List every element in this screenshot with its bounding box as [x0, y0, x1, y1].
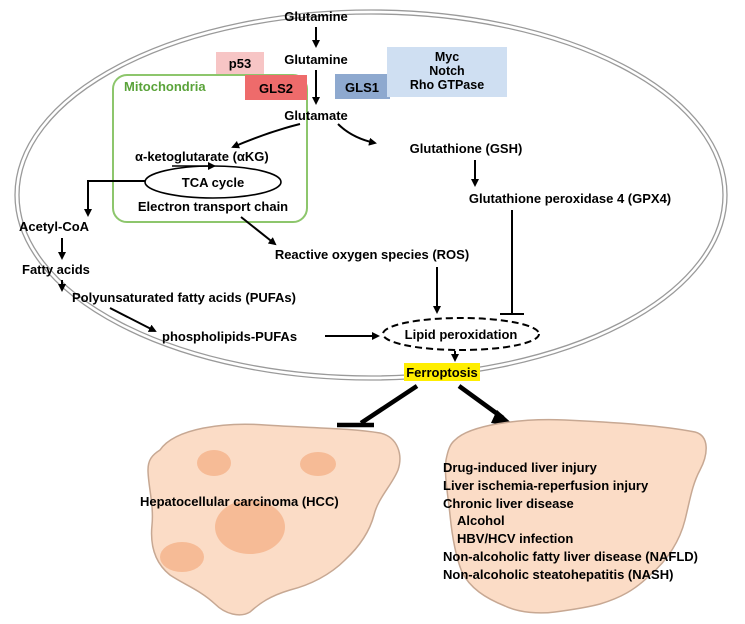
- disease-subitem: HBV/HCV infection: [457, 531, 573, 546]
- lipid-peroxidation-label: Lipid peroxidation: [405, 327, 518, 342]
- etc-label: Electron transport chain: [138, 199, 288, 214]
- myc-label: Myc: [435, 50, 459, 64]
- glutamate-label: Glutamate: [284, 108, 348, 123]
- tumor-spot: [197, 450, 231, 476]
- disease-item: Drug-induced liver injury: [443, 460, 598, 475]
- fatty-acids-label: Fatty acids: [22, 262, 90, 277]
- gpx4-label: Glutathione peroxidase 4 (GPX4): [469, 191, 671, 206]
- arrow-pufas-to-pl-pufas: [109, 307, 157, 332]
- arrow-ferroptosis-to-liver-diseases: [457, 384, 505, 420]
- disease-liver-shape: [444, 418, 707, 614]
- hcc-label: Hepatocellular carcinoma (HCC): [140, 494, 339, 509]
- ros-label: Reactive oxygen species (ROS): [275, 247, 469, 262]
- disease-item: Non-alcoholic fatty liver disease (NAFLD…: [443, 549, 698, 564]
- gsh-label: Glutathione (GSH): [410, 141, 523, 156]
- ferroptosis-label: Ferroptosis: [406, 365, 478, 380]
- arrow-tca-to-acetyl-coa: [84, 180, 145, 217]
- lipid-peroxidation-ellipse: [382, 317, 540, 351]
- inhibit-ferroptosis-hcc: [337, 384, 419, 428]
- glutamine-outer-label: Glutamine: [284, 9, 348, 24]
- disease-item: Non-alcoholic steatohepatitis (NASH): [443, 567, 673, 582]
- tca-cycle-label: TCA cycle: [182, 175, 244, 190]
- acetyl-coa-label: Acetyl-CoA: [19, 219, 90, 234]
- disease-item: Liver ischemia-reperfusion injury: [443, 478, 649, 493]
- rho-gtpase-label: Rho GTPase: [410, 78, 484, 92]
- p53-label: p53: [229, 56, 251, 71]
- cell-membrane-inner: [18, 13, 724, 377]
- inhibit-gpx4-lipid-perox: [500, 210, 524, 315]
- gls1-box: [335, 74, 390, 99]
- tumor-spot: [215, 500, 285, 554]
- gls2-label: GLS2: [259, 81, 293, 96]
- notch-label: Notch: [429, 64, 464, 78]
- myc-notch-rho-box: [387, 47, 507, 97]
- tumor-spot: [160, 542, 204, 572]
- tumor-spot: [300, 452, 336, 476]
- cell-membrane-outer: [14, 9, 728, 381]
- pufas-label: Polyunsaturated fatty acids (PUFAs): [72, 290, 296, 305]
- ferroptosis-highlight: [404, 363, 480, 381]
- arrow-etc-to-ros: [240, 216, 277, 246]
- akg-label: α-ketoglutarate (αKG): [135, 149, 269, 164]
- gls2-box: [245, 75, 307, 100]
- mitochondria-box: [112, 74, 308, 223]
- gls1-label: GLS1: [345, 80, 379, 95]
- disease-subitem: Alcohol: [457, 513, 505, 528]
- arrow-glutamate-to-akg: [231, 123, 301, 149]
- glutamine-inner-label: Glutamine: [284, 52, 348, 67]
- arrow-glutamate-to-gsh: [337, 123, 377, 146]
- disease-item: Chronic liver disease: [443, 496, 574, 511]
- pl-pufas-label: phospholipids-PUFAs: [162, 329, 297, 344]
- mitochondria-label: Mitochondria: [124, 79, 206, 94]
- p53-box: [216, 52, 264, 74]
